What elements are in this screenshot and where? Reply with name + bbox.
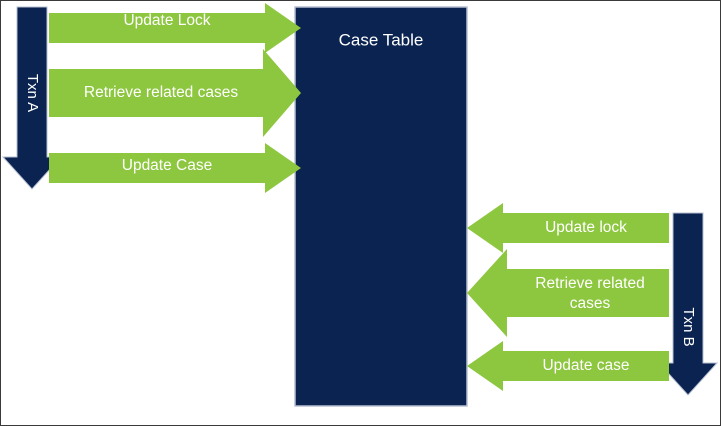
message-update-case-b[interactable]: Update case	[467, 341, 669, 391]
case-table-shape[interactable]: Case Table	[294, 6, 468, 407]
txn-b-arrow-shape	[657, 212, 719, 396]
case-table-rect	[294, 6, 468, 407]
retrieve-related-cases-b-label-line1: Retrieve related	[535, 275, 644, 292]
message-retrieve-related-cases-a[interactable]: Retrieve related cases	[49, 49, 301, 137]
txn-a-lane-arrow[interactable]: Txn A	[1, 6, 63, 190]
update-lock-b-label: Update lock	[545, 219, 627, 236]
message-update-case-a[interactable]: Update Case	[49, 143, 301, 193]
retrieve-related-cases-a-arrow-shape	[49, 49, 301, 137]
txn-a-arrow-shape	[1, 6, 63, 190]
txn-b-label: Txn B	[680, 307, 697, 346]
update-lock-a-arrow-shape	[49, 3, 301, 53]
update-case-b-arrow-shape	[467, 341, 669, 391]
update-case-a-arrow-shape	[49, 143, 301, 193]
txn-a-label: Txn A	[24, 74, 41, 112]
retrieve-related-cases-a-label: Retrieve related cases	[84, 84, 238, 101]
txn-b-lane-arrow[interactable]: Txn B	[657, 212, 719, 396]
message-update-lock-b[interactable]: Update lock	[467, 203, 669, 253]
update-case-a-label: Update Case	[122, 157, 212, 174]
case-table-label: Case Table	[339, 30, 424, 49]
update-lock-a-label: Update Lock	[123, 12, 210, 29]
message-retrieve-related-cases-b[interactable]: Retrieve related cases	[467, 249, 669, 337]
update-lock-b-arrow-shape	[467, 203, 669, 253]
message-update-lock-a[interactable]: Update Lock	[49, 3, 301, 53]
retrieve-related-cases-b-label-line2: cases	[570, 295, 611, 312]
retrieve-related-cases-b-arrow-shape	[467, 249, 669, 337]
update-case-b-label: Update case	[542, 357, 629, 374]
